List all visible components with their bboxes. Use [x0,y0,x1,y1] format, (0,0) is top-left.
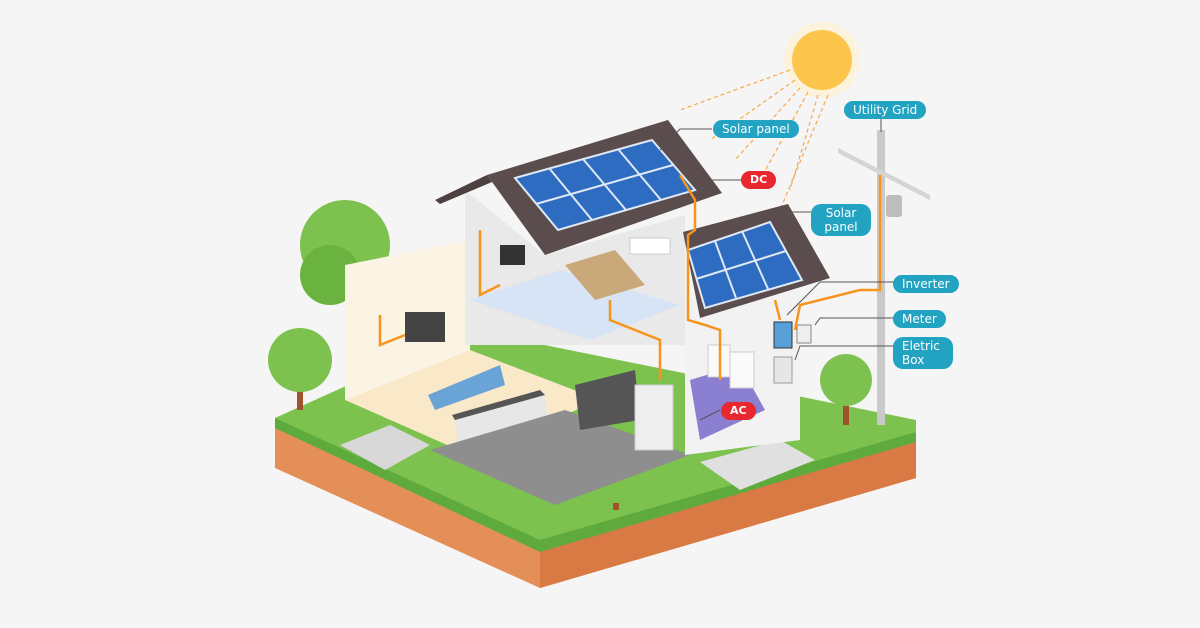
second-solar-panel [686,220,804,310]
wiring [378,174,882,380]
sun-icon [792,30,852,90]
meter-icon [796,324,812,344]
tree-right [820,354,872,425]
dc-label: DC [741,171,777,189]
main-solar-panel [513,138,697,232]
inverter-icon [773,321,793,349]
electric-box-icon [773,356,793,384]
inverter-label: Inverter [893,275,959,293]
electric-box-label: Eletric Box [893,337,953,369]
tree-left [268,328,332,410]
ac-label: AC [721,402,756,420]
kitchen-floor [430,410,690,505]
utility-grid-label: Utility Grid [844,101,927,119]
meter-label: Meter [893,310,946,328]
solar-panel-label-second: Solar panel [811,204,871,236]
solar-panel-label: Solar panel [713,120,799,138]
